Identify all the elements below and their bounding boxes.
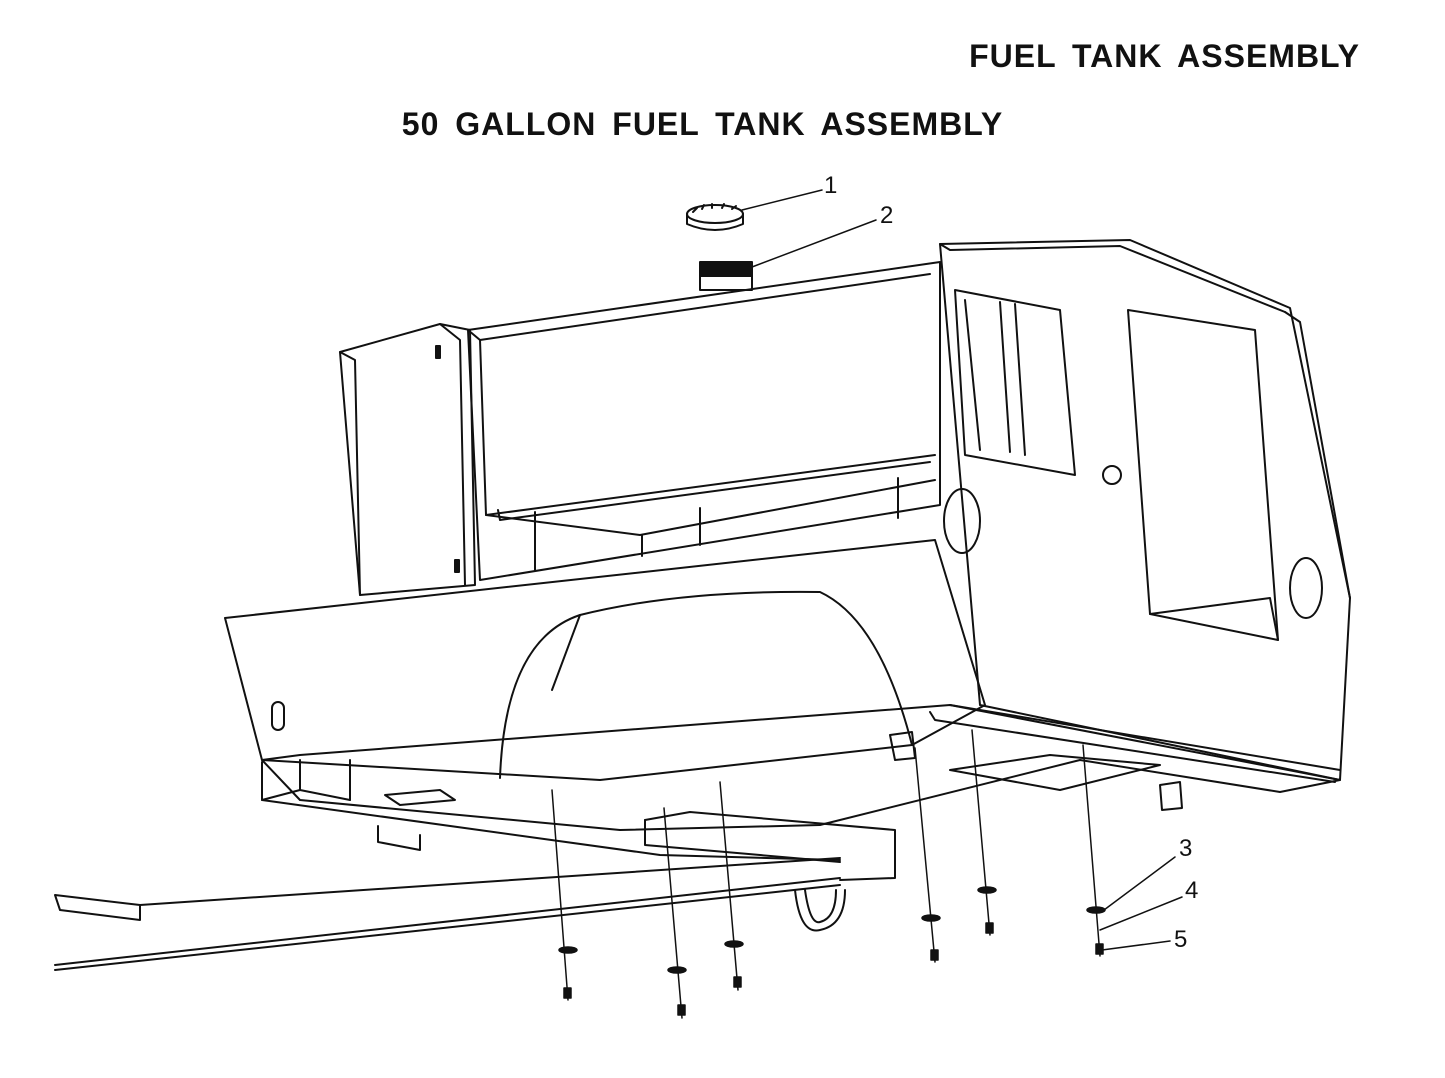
filler-neck xyxy=(699,261,753,291)
callout-1: 1 xyxy=(824,172,838,199)
cab-panel xyxy=(939,239,1351,781)
callout-3: 3 xyxy=(1179,835,1193,862)
hardware-stacks xyxy=(551,729,1106,1019)
frame-rails xyxy=(54,759,896,971)
rear-bulkhead xyxy=(339,323,476,596)
callout-leaders xyxy=(741,189,1183,951)
fuel-cap xyxy=(686,203,744,231)
callout-4: 4 xyxy=(1185,877,1199,904)
callout-5: 5 xyxy=(1174,926,1188,953)
diagram-title: 50 GALLON FUEL TANK ASSEMBLY xyxy=(401,106,1004,142)
bed-side-panel xyxy=(224,539,986,781)
callout-2: 2 xyxy=(880,202,894,229)
fuel-tank xyxy=(467,261,941,581)
page-header-title: FUEL TANK ASSEMBLY xyxy=(969,38,1360,74)
bed-floor xyxy=(261,704,1341,831)
mounting-brackets xyxy=(889,731,1183,811)
